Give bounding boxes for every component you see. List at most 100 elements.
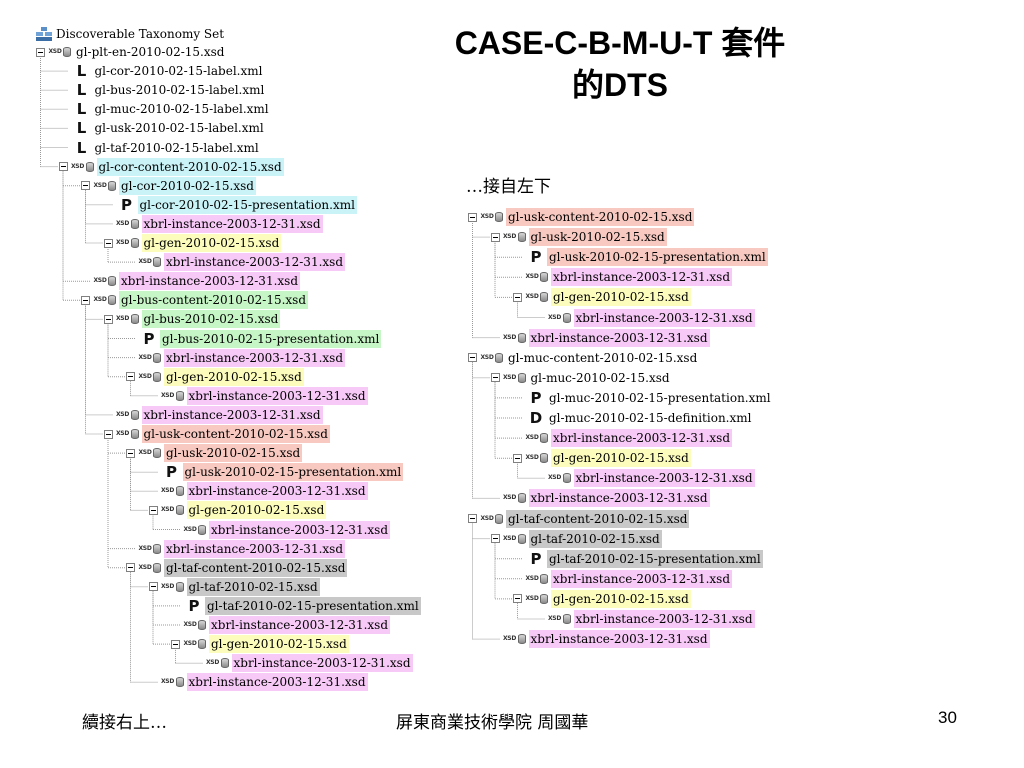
collapse-toggle-icon[interactable] [490, 534, 500, 544]
xsd-schema-icon: XSD [137, 560, 161, 576]
collapse-toggle-icon[interactable] [126, 372, 135, 382]
page-number: 30 [938, 708, 957, 727]
dts-header-label: Discoverable Taxonomy Set [56, 27, 225, 41]
tree-node-label: gl-taf-content-2010-02-15.xsd [506, 509, 690, 528]
collapse-toggle-icon[interactable] [513, 453, 522, 463]
tree-node-label: gl-usk-2010-02-15-label.xml [94, 121, 264, 136]
collapse-toggle-icon[interactable] [468, 212, 477, 222]
collapse-toggle-icon[interactable] [513, 292, 522, 302]
xsd-schema-icon: XSD [182, 636, 206, 652]
collapse-toggle-icon[interactable] [148, 505, 158, 515]
collapse-toggle-icon[interactable] [126, 563, 135, 573]
collapse-toggle-icon[interactable] [103, 314, 113, 324]
tree-node-label: xbrl-instance-2003-12-31.xsd [164, 253, 345, 272]
collapse-toggle-icon[interactable] [103, 429, 113, 439]
tree-node-label: gl-gen-2010-02-15.xsd [186, 501, 327, 520]
tree-node-label: xbrl-instance-2003-12-31.xsd [573, 610, 755, 628]
xsd-schema-icon: XSD [502, 490, 526, 506]
tree-node-label: xbrl-instance-2003-12-31.xsd [141, 405, 323, 424]
collapse-toggle-icon[interactable] [171, 639, 180, 649]
collapse-toggle-icon[interactable] [126, 448, 135, 458]
collapse-toggle-icon[interactable] [490, 373, 500, 383]
xsd-schema-icon: XSD [137, 541, 161, 557]
collapse-toggle-icon[interactable] [490, 232, 500, 242]
tree-node-label: gl-muc-content-2010-02-15.xsd [508, 350, 698, 365]
xsd-schema-icon: XSD [502, 330, 526, 346]
collapse-toggle-icon[interactable] [81, 181, 90, 191]
slide-title: CASE-C-B-M-U-T 套件 的DTS [390, 22, 850, 106]
tree-node-label: xbrl-instance-2003-12-31.xsd [231, 654, 413, 673]
collapse-toggle-icon[interactable] [513, 594, 522, 604]
collapse-toggle-icon[interactable] [468, 353, 477, 363]
collapse-toggle-icon[interactable] [81, 295, 90, 305]
collapse-toggle-icon[interactable] [36, 47, 45, 57]
label-linkbase-icon: L [76, 81, 87, 100]
collapse-toggle-icon[interactable] [58, 162, 68, 172]
tree-node-label: xbrl-instance-2003-12-31.xsd [528, 489, 710, 508]
tree-node-label: gl-taf-2010-02-15.xsd [528, 529, 662, 548]
collapse-toggle-icon[interactable] [148, 582, 158, 592]
xsd-schema-icon: XSD [115, 216, 139, 232]
collapse-toggle-icon[interactable] [103, 238, 113, 248]
collapse-toggle-icon[interactable] [468, 514, 477, 523]
